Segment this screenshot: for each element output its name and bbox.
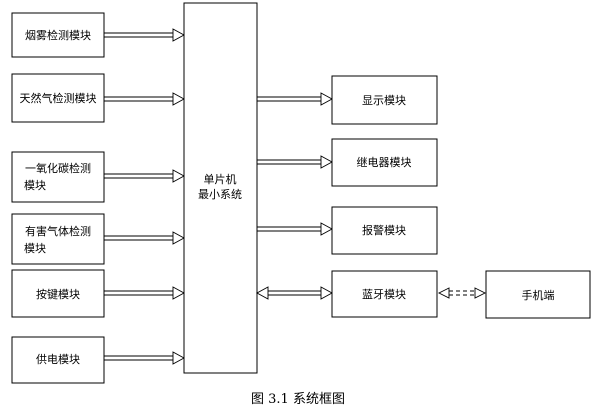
- arrow-mcu-to-alarm: [257, 222, 333, 236]
- left-module-harmful-gas-label-line1: 有害气体检测: [25, 224, 91, 238]
- arrow-mcu-bluetooth-bidirectional: [256, 286, 333, 300]
- right-module-relay: 继电器模块: [331, 138, 438, 187]
- left-module-carbon-monoxide: 一氧化碳检测 模块: [11, 151, 105, 203]
- right-module-display-label: 显示模块: [362, 94, 406, 107]
- mcu-label-line2: 最小系统: [198, 188, 242, 201]
- arrow-natural-gas-to-mcu: [104, 92, 185, 106]
- right-module-bluetooth-label: 蓝牙模块: [362, 288, 406, 301]
- left-module-carbon-monoxide-label-line1: 一氧化碳检测: [25, 161, 91, 175]
- mcu-label-line1: 单片机: [204, 172, 237, 186]
- right-module-alarm: 报警模块: [331, 206, 438, 255]
- left-module-keypad-label: 按键模块: [36, 287, 80, 301]
- arrow-harmful-gas-to-mcu: [104, 231, 185, 245]
- right-module-display: 显示模块: [331, 75, 438, 125]
- left-module-smoke-label: 烟雾检测模块: [25, 28, 91, 42]
- left-module-harmful-gas-label-line2: 模块: [24, 242, 46, 255]
- left-module-power-label: 供电模块: [36, 352, 80, 366]
- left-module-carbon-monoxide-label-line2: 模块: [24, 179, 46, 192]
- wireless-link-bluetooth-phone: [437, 287, 487, 299]
- left-module-natural-gas: 天然气检测模块: [11, 73, 105, 123]
- left-module-harmful-gas: 有害气体检测 模块: [11, 213, 105, 265]
- left-module-natural-gas-label: 天然气检测模块: [20, 91, 97, 105]
- mcu-minimum-system: 单片机 最小系统: [183, 2, 258, 374]
- left-module-keypad: 按键模块: [11, 269, 105, 318]
- arrow-mcu-to-relay: [257, 155, 333, 169]
- arrow-keypad-to-mcu: [104, 286, 185, 300]
- phone-terminal-label: 手机端: [522, 288, 555, 302]
- arrow-smoke-to-mcu: [104, 28, 185, 42]
- arrow-power-to-mcu: [104, 351, 185, 365]
- right-module-relay-label: 继电器模块: [357, 156, 412, 169]
- arrow-carbon-monoxide-to-mcu: [104, 169, 185, 183]
- left-module-power: 供电模块: [11, 336, 105, 384]
- phone-terminal: 手机端: [485, 270, 591, 319]
- arrow-mcu-to-display: [257, 92, 333, 106]
- right-module-bluetooth: 蓝牙模块: [331, 270, 438, 318]
- left-module-smoke: 烟雾检测模块: [11, 12, 105, 58]
- right-module-alarm-label: 报警模块: [362, 223, 406, 237]
- figure-caption: 图 3.1 系统框图: [251, 392, 345, 407]
